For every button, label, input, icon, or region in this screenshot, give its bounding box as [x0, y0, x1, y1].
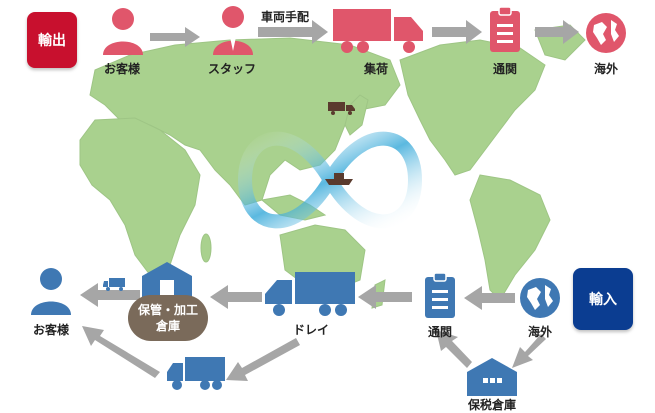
- import-arrow-drayage-to-truck: [226, 338, 300, 381]
- import-badge-label: 輸入: [589, 292, 617, 308]
- import-globe-icon: [520, 278, 560, 318]
- import-arrow-warehouse-to-customer: [80, 283, 140, 307]
- drayage-truck-icon: [265, 272, 355, 316]
- ship-icon: [325, 173, 353, 185]
- vehicle-arrangement-note: 車両手配: [261, 10, 310, 24]
- export-clipboard-icon: [490, 6, 520, 52]
- export-customer-icon: [103, 8, 143, 55]
- export-badge: 輸出: [27, 12, 77, 68]
- export-step-collection: 集荷: [363, 62, 389, 76]
- import-arrow-truck-to-customer: [82, 326, 160, 378]
- staff-icon: [213, 6, 253, 55]
- import-customer-icon: [31, 268, 71, 315]
- import-badge: 輸入: [573, 268, 633, 330]
- export-step-customs: 通関: [492, 62, 518, 76]
- export-arrow-4: [535, 20, 579, 44]
- export-step-customer: お客様: [103, 62, 141, 76]
- export-step-staff: スタッフ: [207, 62, 257, 76]
- export-step-overseas: 海外: [593, 62, 619, 76]
- small-truck-icon: [328, 102, 355, 115]
- export-arrow-1: [150, 27, 200, 47]
- export-globe-icon: [586, 13, 626, 53]
- bonded-warehouse-icon: [467, 358, 517, 396]
- import-step-customer: お客様: [32, 323, 70, 337]
- collection-truck-icon: [333, 9, 423, 53]
- south-america-landmass: [469, 174, 551, 301]
- madagascar-landmass: [200, 233, 212, 263]
- small-delivery-truck-icon: [103, 278, 125, 291]
- warehouse-label-line2: 倉庫: [155, 319, 180, 333]
- export-arrow-3: [432, 20, 482, 44]
- storage-warehouse-icon: [142, 262, 192, 298]
- export-badge-label: 輸出: [38, 33, 66, 49]
- warehouse-label-line1: 保管・加工: [137, 303, 198, 317]
- import-step-overseas: 海外: [527, 325, 553, 339]
- import-arrow-drayage-to-warehouse: [210, 285, 262, 309]
- import-arrow-globe-to-bonded: [512, 334, 546, 368]
- import-arrow-bonded-to-customs: [436, 330, 472, 368]
- import-step-drayage: ドレイ: [292, 323, 330, 337]
- import-step-customs: 通関: [427, 325, 453, 339]
- export-arrow-2: [258, 20, 328, 44]
- delivery-truck-icon: [167, 357, 225, 390]
- import-arrow-customs-to-drayage: [358, 285, 412, 309]
- storage-warehouse-oval: 保管・加工 倉庫: [128, 295, 208, 341]
- import-clipboard-icon: [425, 272, 455, 318]
- import-step-bonded-warehouse: 保税倉庫: [467, 398, 517, 412]
- import-arrow-globe-to-customs: [464, 286, 515, 310]
